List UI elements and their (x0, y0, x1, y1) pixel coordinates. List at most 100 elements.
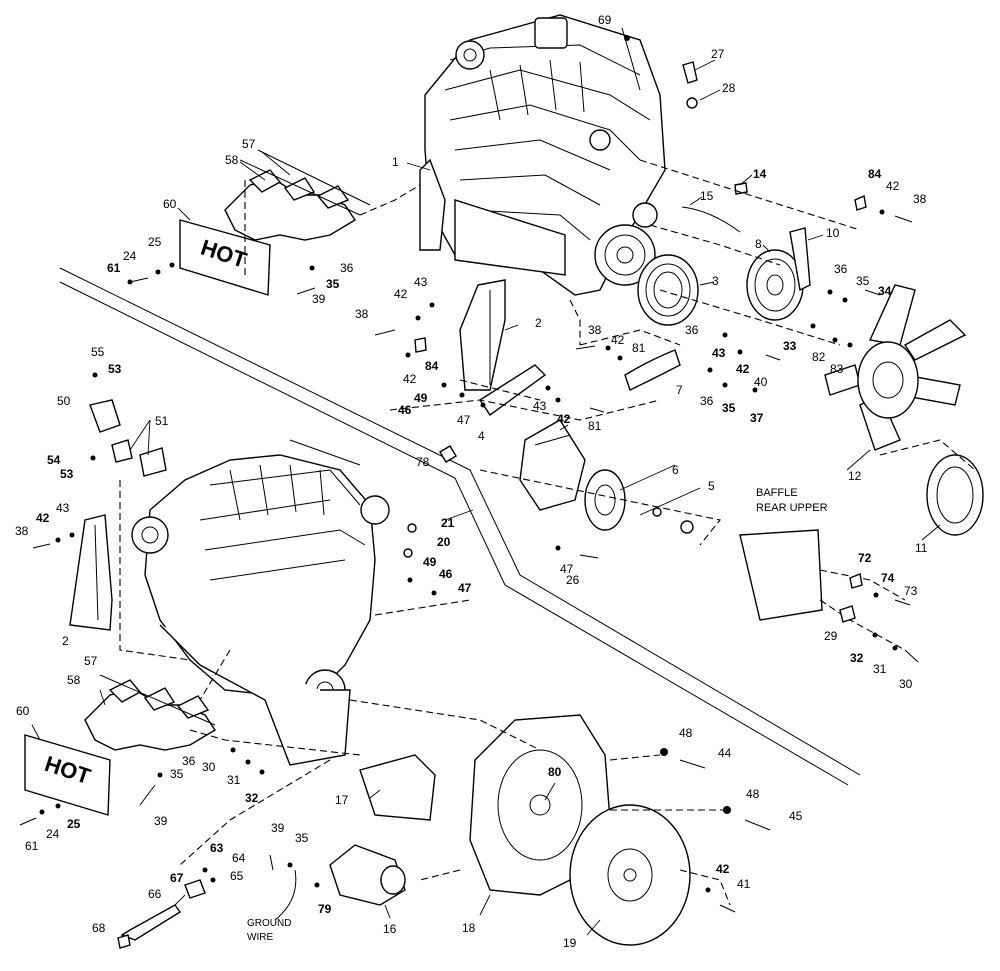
callout-30: 30 (899, 677, 913, 691)
callout-21: 21 (441, 516, 455, 530)
baffle-label-line1: BAFFLE (756, 487, 798, 499)
callout-18: 18 (462, 921, 476, 935)
callout-53: 53 (108, 362, 122, 376)
callout-35: 35 (722, 401, 736, 415)
callout-20: 20 (437, 535, 451, 549)
fan-clutch (879, 439, 984, 536)
callout-55: 55 (91, 345, 105, 359)
flex-plate (569, 804, 691, 946)
lower-engine-mount-bracket (69, 514, 113, 631)
callout-17: 17 (335, 793, 349, 807)
fasteners (19, 262, 919, 949)
callout-36: 36 (182, 754, 196, 768)
assembly-dash-lines (119, 159, 906, 906)
callout-80: 80 (548, 765, 562, 779)
starter-motor (329, 844, 406, 906)
callout-78: 78 (416, 455, 430, 469)
callout-35: 35 (326, 277, 340, 291)
water-pump-assembly (519, 419, 694, 534)
upper-pulleys (637, 227, 811, 326)
callout-42: 42 (557, 412, 571, 426)
callout-2: 2 (62, 634, 69, 648)
callout-47: 47 (458, 581, 472, 595)
callout-30: 30 (202, 760, 216, 774)
callout-82: 82 (812, 350, 826, 364)
lower-engine-block (131, 439, 390, 766)
callout-10: 10 (826, 226, 840, 240)
callout-42: 42 (716, 862, 730, 876)
callout-64: 64 (232, 851, 246, 865)
ground-wire-label-line1: GROUND (247, 918, 291, 929)
callout-31: 31 (873, 662, 887, 676)
oil-pan-cover (359, 754, 436, 821)
callout-42: 42 (394, 287, 408, 301)
callout-43: 43 (533, 399, 547, 413)
callout-60: 60 (163, 197, 177, 211)
callout-84: 84 (425, 359, 439, 373)
callout-38: 38 (913, 192, 927, 206)
baffle-label-line2: REAR UPPER (756, 502, 828, 514)
callout-8: 8 (755, 237, 762, 251)
callout-48: 48 (746, 787, 760, 801)
callout-39: 39 (312, 292, 326, 306)
callout-3: 3 (712, 274, 719, 288)
tensioner-bracket (479, 349, 681, 416)
callout-81: 81 (588, 419, 602, 433)
callout-24: 24 (46, 827, 60, 841)
callout-57: 57 (242, 137, 256, 151)
callout-61: 61 (107, 261, 121, 275)
callout-36: 36 (700, 394, 714, 408)
callout-50: 50 (57, 394, 71, 408)
callout-60: 60 (16, 704, 30, 718)
callout-49: 49 (414, 391, 428, 405)
callout-43: 43 (712, 346, 726, 360)
callout-68: 68 (92, 921, 106, 935)
callout-65: 65 (230, 869, 244, 883)
callout-39: 39 (271, 821, 285, 835)
lower-small-fittings (403, 523, 437, 596)
callout-42: 42 (403, 372, 417, 386)
callout-36: 36 (340, 261, 354, 275)
callout-67: 67 (170, 871, 184, 885)
callout-46: 46 (439, 567, 453, 581)
callout-19: 19 (563, 936, 577, 950)
callout-81: 81 (632, 341, 646, 355)
callout-40: 40 (754, 375, 768, 389)
callout-63: 63 (210, 841, 224, 855)
callout-69: 69 (598, 13, 612, 27)
callout-12: 12 (848, 469, 862, 483)
callout-57: 57 (84, 654, 98, 668)
callout-24: 24 (123, 249, 137, 263)
callout-44: 44 (718, 746, 732, 760)
callout-46: 46 (398, 403, 412, 417)
lower-exhaust-manifold (84, 674, 216, 751)
callout-27: 27 (711, 47, 725, 61)
callout-32: 32 (245, 791, 259, 805)
callout-32: 32 (850, 651, 864, 665)
leader-lines (31, 59, 941, 936)
callout-43: 43 (414, 275, 428, 289)
dipstick-tube (120, 879, 206, 941)
callout-29: 29 (824, 629, 838, 643)
callout-4: 4 (478, 429, 485, 443)
callout-31: 31 (227, 773, 241, 787)
callout-35: 35 (856, 274, 870, 288)
callout-58: 58 (225, 153, 239, 167)
callout-26: 26 (566, 573, 580, 587)
callout-54: 54 (47, 453, 61, 467)
callout-25: 25 (148, 235, 162, 249)
callout-14: 14 (753, 167, 767, 181)
callout-1: 1 (392, 155, 399, 169)
callout-42: 42 (36, 511, 50, 525)
callout-58: 58 (67, 673, 81, 687)
callout-43: 43 (56, 501, 70, 515)
callout-74: 74 (881, 571, 895, 585)
callout-42: 42 (611, 333, 625, 347)
callout-28: 28 (722, 81, 736, 95)
callout-33: 33 (783, 339, 797, 353)
callout-47: 47 (457, 413, 471, 427)
callout-49: 49 (423, 555, 437, 569)
callout-5: 5 (708, 479, 715, 493)
callout-42: 42 (736, 362, 750, 376)
